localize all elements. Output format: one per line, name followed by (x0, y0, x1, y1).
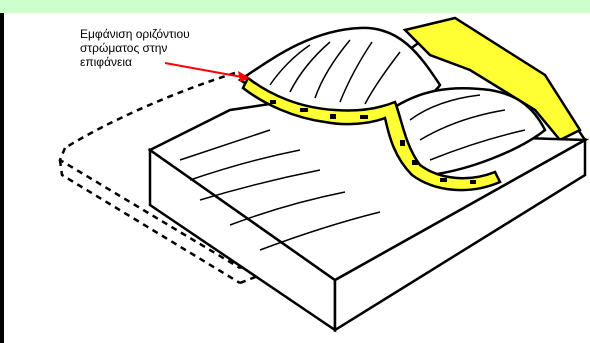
surface-layer-label: Εμφάνιση οριζόντιου στρώματος στην επιφά… (80, 27, 190, 69)
